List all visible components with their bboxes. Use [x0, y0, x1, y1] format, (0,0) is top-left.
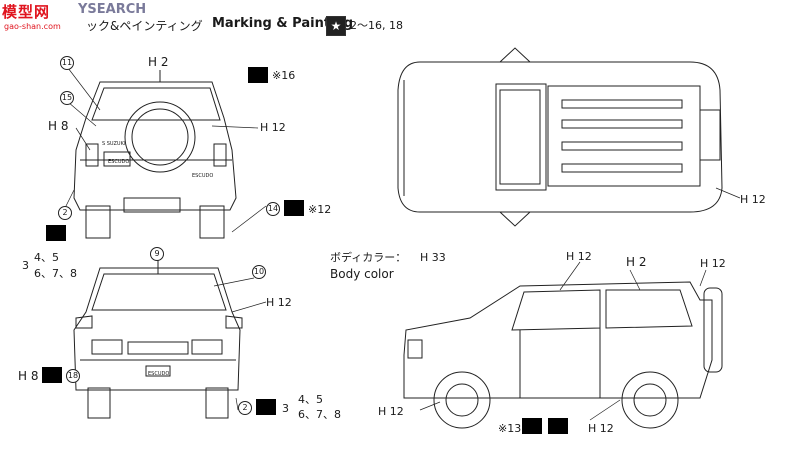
front-group-row1: 4、5	[298, 393, 323, 406]
front-right-color: H 12	[266, 296, 292, 309]
top-view-drawing	[397, 47, 723, 227]
side-decal: ※13	[498, 422, 522, 435]
rear-plate-text: ESCUDO	[108, 159, 130, 165]
front-view-drawing	[73, 258, 243, 419]
watermark-suffix: YSEARCH	[78, 2, 147, 17]
front-left-color: H 8	[18, 369, 39, 383]
side-decal-chip-2	[548, 418, 568, 434]
header-title-jp: ック&ペインティング	[86, 19, 203, 33]
side-color-right: H 12	[700, 257, 726, 270]
left-group-row2: 6、7、8	[34, 267, 77, 280]
side-color-roof-left: H 12	[566, 250, 592, 263]
front-callout-18: 18	[66, 369, 80, 383]
rear-decal-top: ※16	[272, 69, 296, 82]
rear-decal-bottom: ※12	[308, 203, 332, 216]
rear-decal-chip-top	[248, 67, 268, 83]
star-icon: ★	[326, 16, 346, 36]
rear-callout-11: 11	[60, 56, 74, 70]
rear-decal-chip-bottom	[284, 200, 304, 216]
watermark-brand-text: 模型网	[2, 3, 51, 21]
rear-badge-escudo: ESCUDO	[192, 173, 214, 179]
front-callout-9: 9	[150, 247, 164, 261]
watermark-url: gao-shan.com	[4, 22, 61, 31]
header-title-en: Marking & Painting	[212, 16, 354, 31]
left-group-row1: 4、5	[34, 251, 59, 264]
rear-callout-2: 2	[58, 206, 72, 220]
rear-badge-brand: S SUZUKI	[102, 141, 126, 147]
left-group-prefix: 3	[22, 259, 29, 272]
rear-view-drawing	[73, 70, 237, 239]
rear-callout-15: 15	[60, 91, 74, 105]
front-plate-text: ESCUDO	[148, 371, 170, 377]
leader-lines	[63, 67, 741, 421]
front-decal-chip-bottom	[256, 399, 276, 415]
front-callout-2: 2	[238, 401, 252, 415]
front-group-prefix: 3	[282, 402, 289, 415]
side-color-wheel-left: H 12	[378, 405, 404, 418]
side-color-roof-mid: H 2	[626, 255, 647, 269]
side-color-bottom: H 12	[588, 422, 614, 435]
body-color-label-jp: ボディカラー：	[330, 251, 407, 264]
front-decal-chip-left	[42, 367, 62, 383]
rear-right-color: H 12	[260, 121, 286, 134]
side-view-drawing	[403, 281, 723, 429]
rear-top-color: H 2	[148, 55, 169, 69]
front-group-row2: 6、7、8	[298, 408, 341, 421]
left-decal-chip	[46, 225, 66, 241]
rear-callout-14: 14	[266, 202, 280, 216]
rear-left-color: H 8	[48, 119, 69, 133]
watermark-brand: 模型网	[2, 1, 50, 22]
top-right-color: H 12	[740, 193, 766, 206]
front-callout-10: 10	[252, 265, 266, 279]
header-decal-range: 2～16, 18	[350, 19, 403, 32]
body-color-label-en: Body color	[330, 267, 394, 281]
body-color-code: H 33	[420, 251, 446, 264]
side-decal-chip	[522, 418, 542, 434]
